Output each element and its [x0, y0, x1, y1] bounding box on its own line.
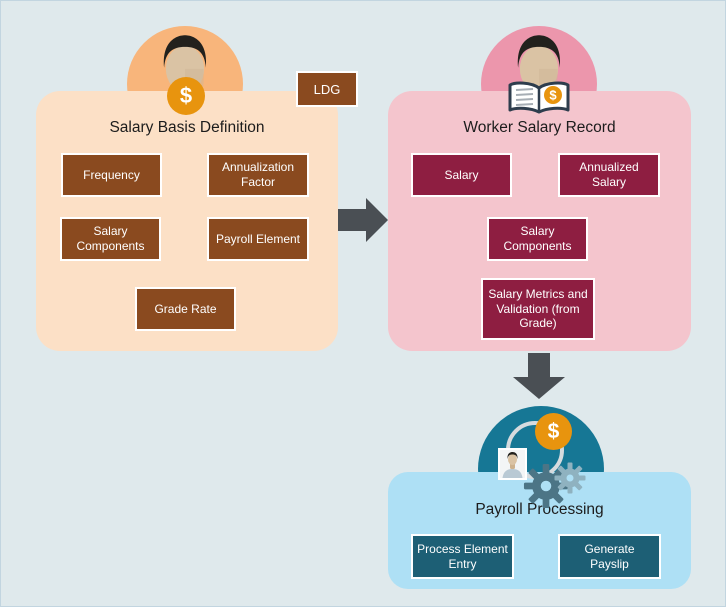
annualization-factor-box: Annualization Factor — [207, 153, 309, 197]
frequency-box: Frequency — [61, 153, 162, 197]
salary-metrics-validation-box: Salary Metrics and Validation (from Grad… — [481, 278, 595, 340]
arrow-down-icon — [513, 353, 565, 399]
arrow-right-icon — [338, 198, 388, 242]
person-icon — [500, 450, 525, 478]
annualized-salary-box: Annualized Salary — [558, 153, 660, 197]
salary-components-box-2: Salary Components — [487, 217, 588, 261]
dollar-icon: $ — [167, 77, 205, 115]
dollar-glyph: $ — [179, 83, 193, 108]
payroll-processing-title: Payroll Processing — [475, 501, 604, 518]
process-element-entry-box: Process Element Entry — [411, 534, 514, 579]
worker-photo-icon — [498, 448, 527, 480]
book-dollar-icon: $ — [508, 81, 570, 114]
worker-salary-title: Worker Salary Record — [463, 119, 616, 136]
grade-rate-box: Grade Rate — [135, 287, 236, 331]
gear-icon — [554, 462, 586, 494]
dollar-glyph: $ — [547, 419, 560, 443]
dollar-glyph: $ — [549, 88, 557, 103]
salary-components-box: Salary Components — [60, 217, 161, 261]
payroll-element-box: Payroll Element — [207, 217, 309, 261]
salary-basis-title: Salary Basis Definition — [109, 119, 265, 136]
dollar-icon: $ — [535, 413, 572, 450]
generate-payslip-box: Generate Payslip — [558, 534, 661, 579]
ldg-tag: LDG — [296, 71, 358, 107]
salary-box: Salary — [411, 153, 512, 197]
